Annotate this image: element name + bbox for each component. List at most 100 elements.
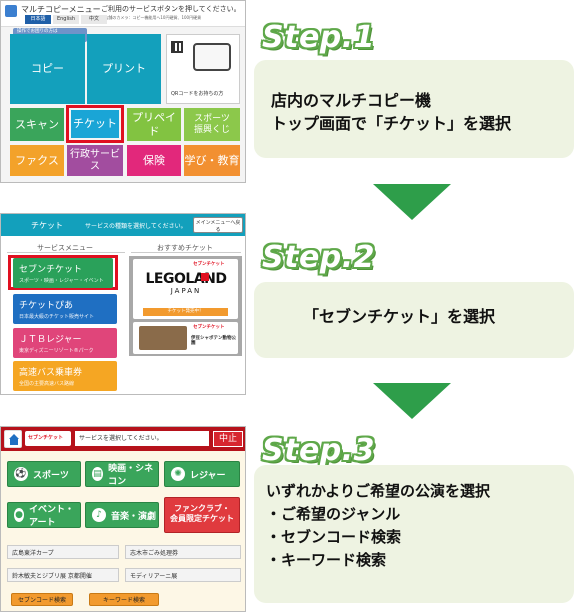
service-seven-ticket-sub: スポーツ・映画・レジャー・イベント xyxy=(19,278,104,284)
tile-ticket[interactable]: チケット xyxy=(71,110,119,138)
service-ticket-pia[interactable]: チケットぴあ 日本最大級のチケット販売サイト xyxy=(13,294,117,324)
step1-desc-box xyxy=(254,60,574,158)
genre-music-theater[interactable]: ♪ 音楽・演劇 xyxy=(85,502,159,528)
tile-insurance[interactable]: 保険 xyxy=(127,145,181,176)
genre-event-art-label: イベント・アート xyxy=(28,505,74,528)
soccer-ball-icon: ⚽ xyxy=(14,467,28,481)
genre-fanclub-label-2: 会員限定チケット xyxy=(170,514,234,524)
lang-button-ja[interactable]: 日本語 xyxy=(25,15,51,24)
screen-title: マルチコピーメニュー xyxy=(21,5,101,14)
legoland-logo: LEGOLAND JAPAN xyxy=(141,271,231,303)
step3-desc-line4: ・キーワード検索 xyxy=(266,551,387,569)
tile-print[interactable]: プリント xyxy=(87,34,161,104)
down-arrow-icon xyxy=(373,383,451,419)
service-seven-ticket[interactable]: セブンチケット スポーツ・映画・レジャー・イベント xyxy=(13,258,113,288)
ferris-wheel-icon: ✺ xyxy=(171,467,185,481)
genre-movie[interactable]: ▤ 映画・シネコン xyxy=(85,461,159,487)
step2-header-title: チケット xyxy=(31,221,63,230)
genre-fanclub-label-1: ファンクラブ・ xyxy=(174,504,230,513)
help-text-1: 操作でお困りの方は xyxy=(17,29,58,34)
step2-header-prompt: サービスの種類を選択してください。 xyxy=(85,223,187,230)
genre-event-art[interactable]: ● イベント・アート xyxy=(7,502,81,528)
legoland-logo-badge xyxy=(201,273,209,281)
step1-screenshot: マルチコピーメニュー ご利用のサービスボタンを押してください。 ※店舗のカメラ：… xyxy=(0,0,246,183)
genre-movie-label: 映画・シネコン xyxy=(108,464,154,487)
screen-prompt: ご利用のサービスボタンを押してください。 xyxy=(101,5,241,13)
home-icon-body xyxy=(10,439,18,445)
legoland-logo-text: LEGOLAND xyxy=(145,271,227,287)
rec-legoland-card[interactable]: セブンチケット LEGOLAND JAPAN チケット発売中！ xyxy=(133,259,238,319)
step2-desc-box xyxy=(254,282,574,358)
genre-fanclub[interactable]: ファンクラブ・ 会員限定チケット xyxy=(164,497,240,533)
tile-qr[interactable]: QRコードをお持ちの方 xyxy=(166,34,240,104)
service-highway-bus-sub: 全国の主要高速バス路線 xyxy=(19,381,75,387)
tile-sports-lottery[interactable]: スポーツ振興くじ xyxy=(184,108,240,141)
guitar-icon: ♪ xyxy=(92,508,106,522)
multicopy-icon xyxy=(5,5,17,17)
person-icon: ● xyxy=(14,508,24,522)
film-icon: ▤ xyxy=(92,467,104,481)
recommended-heading: おすすめチケット xyxy=(157,244,213,252)
step3-desc-line2: ・ご希望のジャンル xyxy=(266,505,401,523)
step3-desc-box xyxy=(254,465,574,603)
genre-leisure-label: レジャー xyxy=(190,470,226,481)
service-highway-bus[interactable]: 高速バス乗車券 全国の主要高速バス路線 xyxy=(13,361,117,391)
rec1-brand: セブンチケット xyxy=(193,262,225,267)
list-item[interactable]: 志木市ごみ処理券 xyxy=(125,545,241,559)
step1-label: Step.1 xyxy=(262,20,376,55)
genre-leisure[interactable]: ✺ レジャー xyxy=(164,461,240,487)
service-jtb-leisure-title: ＪＴＢレジャー xyxy=(19,335,82,345)
lang-button-zh[interactable]: 中文 xyxy=(81,15,107,24)
tile-fax[interactable]: ファクス xyxy=(10,145,64,176)
step3-screenshot: セブンチケット サービスを選択してください。 中止 ⚽ スポーツ ▤ 映画・シネ… xyxy=(0,426,246,612)
lang-button-en[interactable]: English xyxy=(53,15,79,24)
step2-screenshot: チケット サービスの種類を選択してください。 メインメニューへ戻る サービスメニ… xyxy=(0,213,246,395)
seven-ticket-highlight xyxy=(8,255,118,290)
step3-prompt-text: サービスを選択してください。 xyxy=(79,435,163,442)
step2-header: チケット サービスの種類を選択してください。 メインメニューへ戻る xyxy=(1,214,245,236)
capybara-image xyxy=(139,326,187,350)
rec-izu-card[interactable]: セブンチケット 伊豆シャボテン動物公園 xyxy=(133,322,238,354)
back-to-main-button[interactable]: メインメニューへ戻る xyxy=(193,217,243,233)
tile-gov-service[interactable]: 行政サービス xyxy=(67,145,123,176)
screen-sub-prompt: ※店舗のカメラ：コピー機能用へ10円硬貨、100円硬貨 xyxy=(101,15,202,20)
down-arrow-icon xyxy=(373,184,451,220)
legoland-logo-sub: JAPAN xyxy=(170,287,202,295)
qr-label: QRコードをお持ちの方 xyxy=(171,91,224,97)
list-item[interactable]: 広島東洋カープ xyxy=(7,545,119,559)
heading-divider-2 xyxy=(131,252,241,253)
heading-divider xyxy=(7,252,125,253)
genre-sports-label: スポーツ xyxy=(33,470,69,481)
rec1-tag: チケット発売中！ xyxy=(143,308,228,316)
service-jtb-leisure[interactable]: ＪＴＢレジャー 東京ディズニーリゾート®パーク xyxy=(13,328,117,358)
step3-label: Step.3 xyxy=(262,433,376,468)
step3-desc-line1: いずれかよりご希望の公演を選択 xyxy=(266,482,490,500)
screen-header: マルチコピーメニュー ご利用のサービスボタンを押してください。 ※店舗のカメラ：… xyxy=(1,1,245,27)
service-menu-heading: サービスメニュー xyxy=(37,244,93,252)
tile-scan[interactable]: スキャン xyxy=(10,108,64,141)
tile-sports-lottery-label: スポーツ振興くじ xyxy=(193,113,230,135)
service-jtb-leisure-sub: 東京ディズニーリゾート®パーク xyxy=(19,348,94,354)
seven-code-search-button[interactable]: セブンコード検索 xyxy=(11,593,73,606)
ticket-highlight xyxy=(66,105,124,143)
tile-study[interactable]: 学び・教育 xyxy=(184,145,240,176)
service-ticket-pia-title: チケットぴあ xyxy=(19,301,74,311)
step1-desc-line2: トップ画面で「チケット」を選択 xyxy=(271,114,512,133)
list-item[interactable]: モディリアーニ展 xyxy=(125,568,241,582)
seven-ticket-logo: セブンチケット xyxy=(25,431,71,446)
tile-prepaid[interactable]: プリペイド xyxy=(127,108,181,141)
step3-prompt: サービスを選択してください。 xyxy=(75,431,209,446)
home-icon[interactable] xyxy=(4,430,22,448)
tile-copy[interactable]: コピー xyxy=(10,34,85,104)
list-item[interactable]: 鈴木敏夫とジブリ展 京都開催 xyxy=(7,568,119,582)
step2-desc-text: 「セブンチケット」を選択 xyxy=(303,307,496,326)
seven-ticket-logo-text: セブンチケット xyxy=(28,435,64,441)
service-ticket-pia-sub: 日本最大級のチケット販売サイト xyxy=(19,314,95,320)
stop-button[interactable]: 中止 xyxy=(213,431,243,447)
genre-sports[interactable]: ⚽ スポーツ xyxy=(7,461,81,487)
keyword-search-button[interactable]: キーワード検索 xyxy=(89,593,159,606)
qr-code-icon xyxy=(171,41,183,53)
rec2-brand: セブンチケット xyxy=(193,325,225,330)
back-to-main-label: メインメニューへ戻る xyxy=(195,220,241,233)
home-icon-roof xyxy=(9,434,19,439)
